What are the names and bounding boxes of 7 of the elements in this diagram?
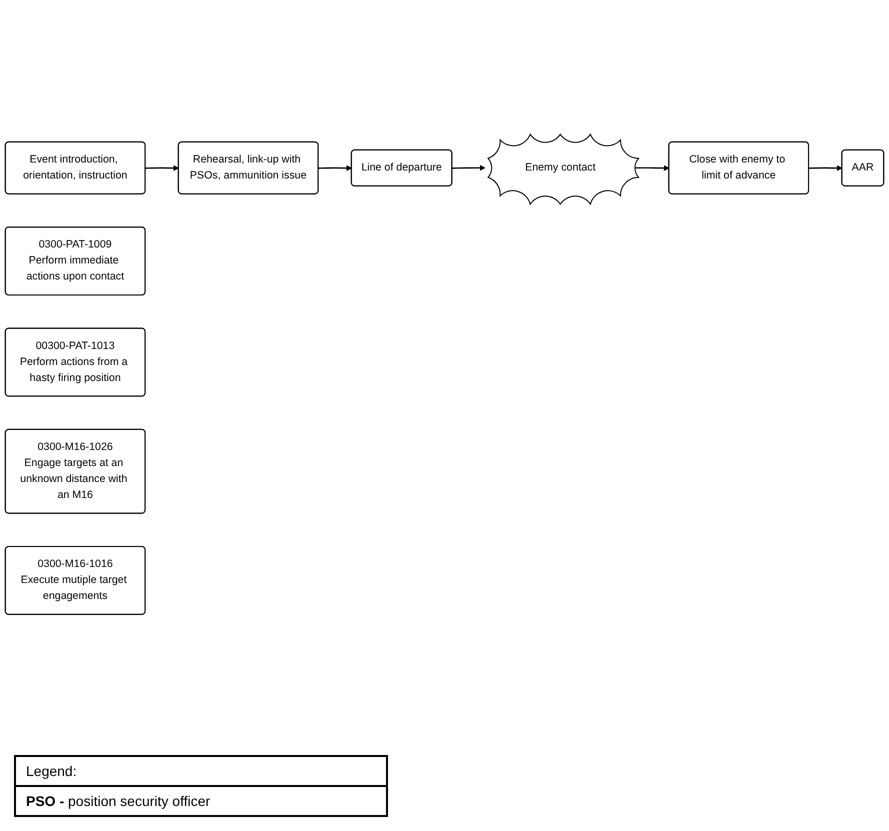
arrow xyxy=(636,165,670,172)
legend-heading: Legend: xyxy=(25,762,78,781)
arrow xyxy=(318,165,352,172)
arrow xyxy=(808,165,842,172)
arrow xyxy=(145,165,179,172)
arrow xyxy=(452,165,486,171)
legend-entry: PSO - position security officer xyxy=(16,785,386,815)
